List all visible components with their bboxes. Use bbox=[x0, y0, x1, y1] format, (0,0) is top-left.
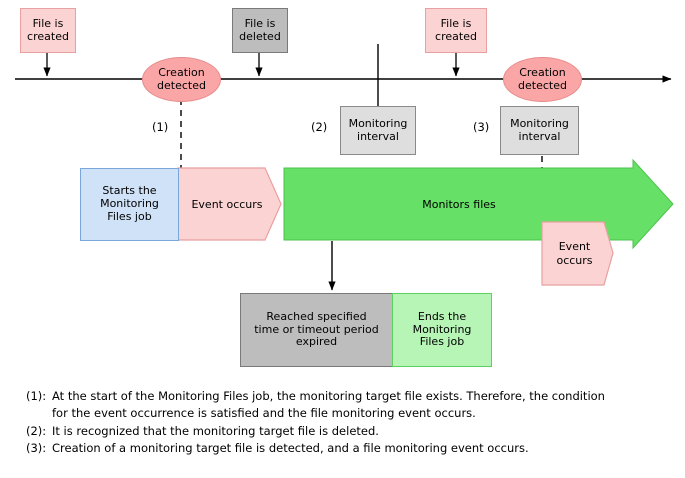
legend-key: (3): bbox=[26, 441, 47, 456]
event-occurs-right-label: Event occurs bbox=[542, 222, 607, 285]
starts-job-line2: Monitoring bbox=[100, 197, 159, 211]
marker-label: (2) bbox=[311, 120, 328, 134]
detection-label-line2: detected bbox=[157, 78, 206, 92]
reached-line2: time or timeout period bbox=[254, 322, 379, 336]
interval-label-line2: interval bbox=[357, 129, 399, 143]
ends-job-line1: Ends the bbox=[417, 309, 467, 323]
legend-text: Creation of a monitoring target file is … bbox=[52, 441, 529, 456]
event-box-file-deleted: File is deleted bbox=[232, 8, 288, 53]
reached-timeout-box: Reached specified time or timeout period… bbox=[240, 293, 393, 367]
reached-line3: expired bbox=[295, 335, 338, 349]
legend-item-1: (1): At the start of the Monitoring File… bbox=[26, 388, 666, 405]
reached-line1: Reached specified bbox=[266, 309, 367, 323]
interval-label-line2: interval bbox=[518, 129, 561, 143]
event-label: File is created bbox=[27, 16, 69, 43]
detection-label-line2: detected bbox=[518, 78, 567, 92]
event-box-file-created-2: File is created bbox=[425, 8, 487, 53]
legend-text: It is recognized that the monitoring tar… bbox=[52, 423, 379, 438]
monitoring-interval-box-1: Monitoring interval bbox=[340, 106, 416, 155]
event-occurs-right-shape bbox=[541, 221, 614, 286]
starts-job-line1: Starts the bbox=[102, 184, 157, 198]
marker-3: (3) bbox=[473, 120, 489, 134]
legend-item-2: (2): It is recognized that the monitorin… bbox=[26, 423, 666, 440]
detection-label-line1: Creation bbox=[158, 65, 205, 79]
legend: (1): At the start of the Monitoring File… bbox=[26, 388, 666, 458]
event-label: File is created bbox=[435, 16, 477, 43]
legend-text: At the start of the Monitoring Files job… bbox=[52, 389, 605, 403]
ends-job-line3: Files job bbox=[419, 335, 465, 349]
marker-label: (3) bbox=[473, 120, 490, 134]
legend-item-3: (3): Creation of a monitoring target fil… bbox=[26, 440, 666, 457]
event-occurs-right-line2: occurs bbox=[556, 253, 593, 267]
monitors-files-label: Monitors files bbox=[422, 197, 496, 211]
legend-key: (1): bbox=[26, 389, 47, 403]
starts-job-line3: Files job bbox=[107, 209, 152, 223]
marker-1: (1) bbox=[152, 120, 168, 134]
interval-label-line1: Monitoring bbox=[510, 116, 569, 130]
ends-job-line2: Monitoring bbox=[412, 322, 472, 336]
marker-2: (2) bbox=[311, 120, 327, 134]
event-label: File is deleted bbox=[239, 16, 281, 43]
detection-ellipse-1: Creation detected bbox=[142, 57, 221, 102]
detection-label-line1: Creation bbox=[519, 65, 566, 79]
legend-key: (2): bbox=[26, 423, 47, 438]
marker-label: (1) bbox=[152, 120, 169, 134]
event-occurs-left-label: Event occurs bbox=[191, 197, 263, 211]
event-occurs-right-line1: Event bbox=[558, 240, 591, 254]
starts-monitoring-job-box: Starts the Monitoring Files job bbox=[80, 168, 179, 241]
monitoring-interval-box-2: Monitoring interval bbox=[500, 106, 579, 155]
legend-item-1-continuation: for the event occurrence is satisfied an… bbox=[52, 406, 476, 421]
detection-ellipse-2: Creation detected bbox=[503, 57, 582, 102]
ends-monitoring-job-box: Ends the Monitoring Files job bbox=[392, 293, 492, 367]
event-box-file-created-1: File is created bbox=[20, 8, 76, 53]
interval-label-line1: Monitoring bbox=[348, 116, 408, 130]
